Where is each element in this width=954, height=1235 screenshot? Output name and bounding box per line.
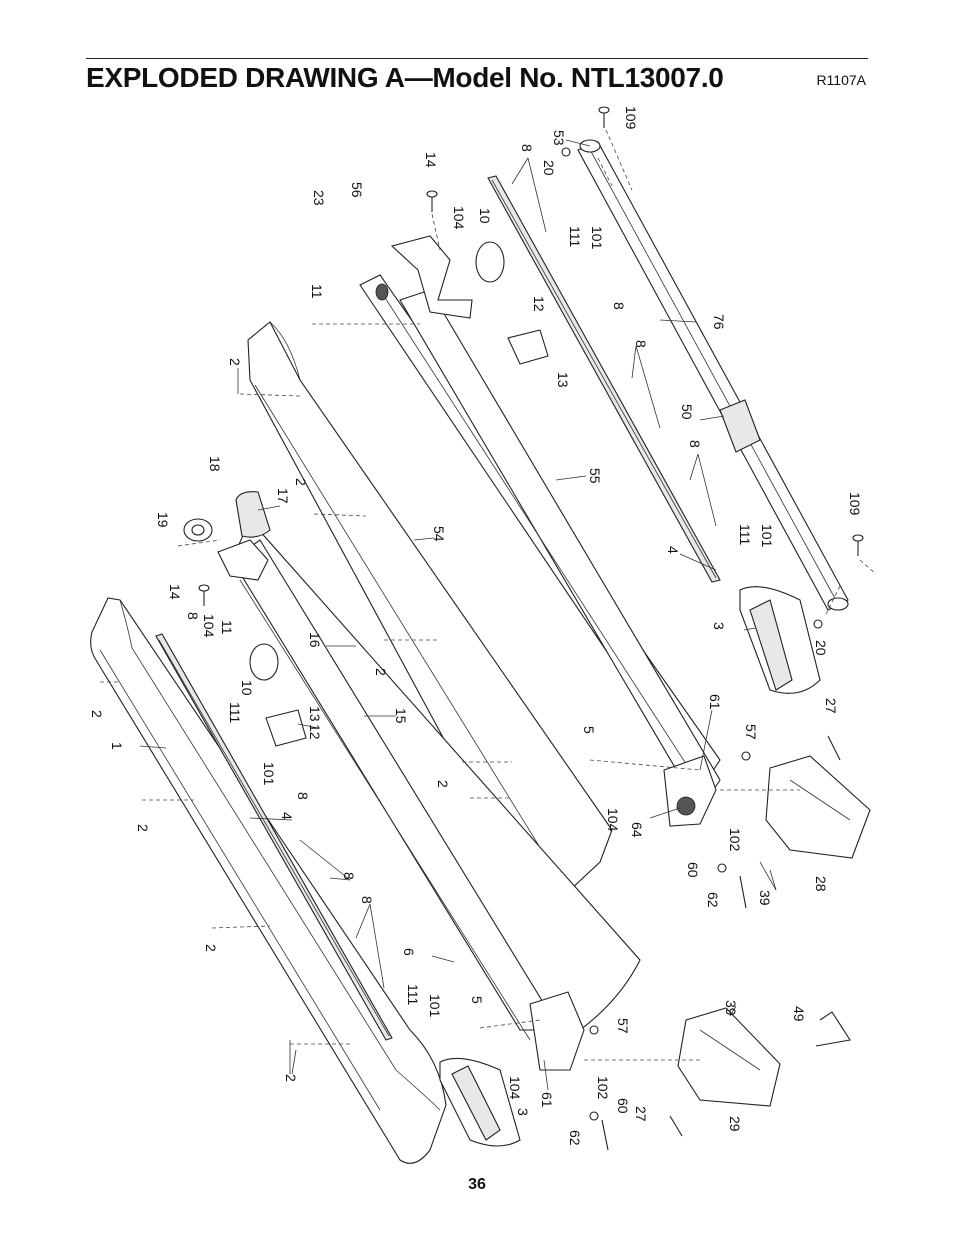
callout-12: 12 [307,724,323,740]
callout-2: 2 [135,824,151,832]
callout-109: 109 [847,492,863,516]
callout-15: 15 [393,708,409,724]
callout-2: 2 [227,358,243,366]
callout-2: 2 [89,710,105,718]
callout-8: 8 [359,896,375,904]
callout-20: 20 [541,160,557,176]
callout-111: 111 [567,226,583,247]
callout-8: 8 [341,872,357,880]
callout-57: 57 [743,724,759,740]
callout-101: 101 [589,226,605,250]
callout-101: 101 [261,762,277,786]
callout-101: 101 [427,994,443,1018]
callout-8: 8 [519,144,535,152]
leader-lines [139,139,777,1091]
callout-55: 55 [587,468,603,484]
right-platform-rail [487,175,721,583]
callout-11: 11 [309,284,325,299]
callout-2: 2 [435,780,451,788]
callout-57: 57 [615,1018,631,1034]
callout-1: 1 [109,742,125,750]
callout-102: 102 [595,1076,611,1100]
part-callouts: 109 53 8 20 14 23 56 104 10 111 101 11 1… [89,106,863,1146]
callout-11: 11 [219,620,235,635]
callout-8: 8 [185,612,201,620]
callout-13: 13 [555,372,571,388]
callout-14: 14 [423,152,439,168]
callout-54: 54 [431,526,447,542]
page-title: EXPLODED DRAWING A—Model No. NTL13007.0 [86,62,724,93]
callout-10: 10 [477,208,493,224]
callout-62: 62 [567,1130,583,1146]
motor-bracket-parts [183,235,549,747]
callout-27: 27 [823,698,839,714]
callout-49: 49 [791,1006,807,1022]
callout-13: 13 [307,706,323,722]
callout-2: 2 [373,668,389,676]
callout-29: 29 [727,1116,743,1132]
callout-19: 19 [155,512,171,528]
callout-111: 111 [405,984,421,1005]
callout-61: 61 [707,694,723,710]
callout-111: 111 [227,702,243,723]
callout-76: 76 [711,314,727,330]
callout-62: 62 [705,892,721,908]
callout-5: 5 [581,726,597,734]
callout-17: 17 [275,488,291,504]
callout-4: 4 [665,546,681,554]
callout-5: 5 [469,996,485,1004]
right-side-rail [577,139,849,611]
left-platform-rail [155,633,393,1041]
callout-53: 53 [551,130,567,146]
assembly-lines [100,129,877,1061]
callout-8: 8 [687,440,703,448]
callout-23: 23 [311,190,327,206]
callout-104: 104 [451,206,467,230]
callout-64: 64 [629,822,645,838]
drawing-ref-code: R1107A [816,72,866,88]
rear-end-caps [439,586,821,1147]
callout-104: 104 [507,1076,523,1100]
callout-8: 8 [611,302,627,310]
callout-18: 18 [207,456,223,472]
walking-belt [359,274,721,812]
callout-50: 50 [679,404,695,420]
callout-101: 101 [759,524,775,548]
callout-104: 104 [201,614,217,638]
fasteners [198,106,864,1151]
callout-2: 2 [203,944,219,952]
callout-39: 39 [723,1000,739,1016]
left-side-rail [90,597,447,1164]
callout-109: 109 [623,106,639,130]
callout-20: 20 [813,640,829,656]
callout-2: 2 [283,1074,299,1082]
callout-6: 6 [401,948,417,956]
callout-56: 56 [349,182,365,198]
callout-102: 102 [727,828,743,852]
callout-14: 14 [167,584,183,600]
foot-assemblies [529,755,871,1107]
callout-39: 39 [757,890,773,906]
callout-104: 104 [605,808,621,832]
callout-8: 8 [295,792,311,800]
callout-16: 16 [307,632,323,648]
header-rule [86,58,868,59]
callout-28: 28 [813,876,829,892]
callout-12: 12 [531,296,547,312]
callout-60: 60 [615,1098,631,1114]
deck-frame [231,321,641,1041]
callout-2: 2 [293,478,309,486]
page-number: 36 [468,1176,486,1193]
callout-3: 3 [515,1108,531,1116]
callout-4: 4 [279,812,295,820]
callout-3: 3 [711,622,727,630]
callout-60: 60 [685,862,701,878]
callout-10: 10 [239,680,255,696]
callout-111: 111 [737,524,753,545]
callout-27: 27 [633,1106,649,1122]
callout-8: 8 [633,340,649,348]
callout-61: 61 [539,1092,555,1108]
